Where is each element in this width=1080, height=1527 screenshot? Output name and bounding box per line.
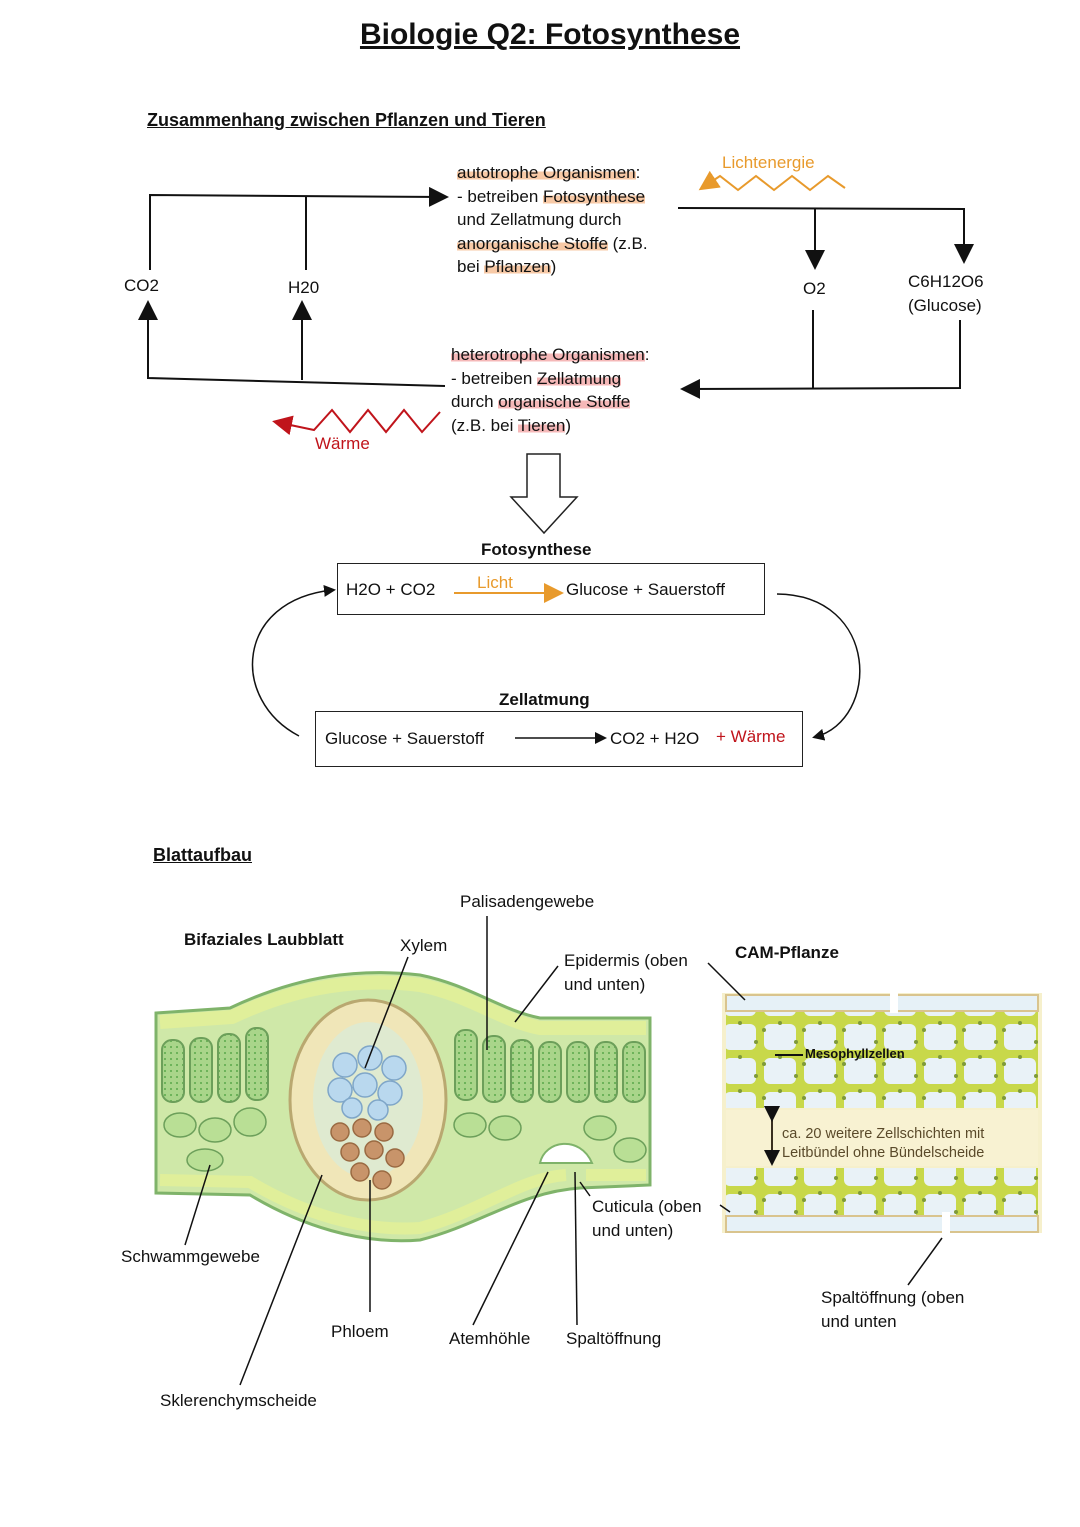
air-space [538, 1142, 594, 1164]
cuticle-label-line1: Cuticula (oben [592, 1197, 702, 1216]
epidermis-label-line2: und unten) [564, 975, 646, 994]
cam-upper-mesophyll [726, 1010, 1038, 1108]
section-heading-relationship: Zusammenhang zwischen Pflanzen und Tiere… [147, 110, 546, 130]
mesophyll-label: Mesophyllzellen [805, 1046, 905, 1061]
glucose-name-label: (Glucose) [908, 296, 982, 315]
co2-to-autotroph-line [149, 186, 449, 270]
cam-lower-stoma-gap [942, 1212, 950, 1234]
organic-term: organische Stoffe [498, 392, 631, 411]
flow-diagram-lines [138, 170, 974, 744]
palisade-cells [161, 1027, 646, 1103]
co2-label: CO2 [124, 276, 159, 295]
cuticle-label-line2: und unten) [592, 1221, 674, 1240]
photosynthesis-term: Fotosynthese [543, 186, 646, 206]
heterotroph-term: heterotrophe Organismen [451, 345, 645, 364]
heterotroph-description: heterotrophe Organismen: - betreiben Zel… [451, 343, 649, 437]
h2o-label: H20 [288, 278, 320, 297]
lower-epidermis [159, 1169, 646, 1235]
phloem-label: Phloem [331, 1322, 389, 1341]
respiration-heat: + Wärme [716, 727, 786, 746]
cam-upper-epidermis [725, 994, 1039, 1012]
autotroph-line3: und Zellatmung durch [457, 210, 622, 229]
cam-upper-stoma-gap [890, 993, 898, 1013]
light-energy-label: Lichtenergie [722, 153, 815, 172]
cam-plant-title: CAM-Pflanze [735, 943, 839, 962]
autotroph-to-o2-line [677, 207, 974, 264]
autotroph-description: autotrophe Organismen: - betreiben Fotos… [457, 161, 648, 279]
autotroph-line2-prefix: - betreiben [457, 186, 543, 206]
spongy-cells [163, 1107, 647, 1172]
heterotroph-line4-suffix: ) [565, 415, 572, 435]
section-heading-leaf-structure: Blattaufbau [153, 845, 252, 865]
plants-term: Pflanzen [484, 257, 551, 276]
respiration-products: CO2 + H2O [610, 729, 700, 748]
photosynthesis-products: Glucose + Sauerstoff [566, 580, 725, 599]
autotroph-term: autotrophe Organismen [457, 163, 636, 182]
heterotroph-line4-prefix: (z.B. bei [451, 415, 518, 435]
photosynthesis-reactants: H2O + CO2 [346, 580, 436, 599]
label-leader-lines [184, 916, 943, 1386]
page-title: Biologie Q2: Fotosynthese [359, 18, 741, 51]
respiration-heading: Zellatmung [499, 690, 590, 709]
light-energy-zigzag [698, 170, 846, 192]
cam-note-line2: Leitbündel ohne Bündelscheide [782, 1145, 985, 1161]
spongy-label: Schwammgewebe [121, 1247, 260, 1266]
xylem-label: Xylem [400, 936, 448, 955]
sclerenchyma-label: Sklerenchymscheide [160, 1391, 317, 1410]
licht-label: Licht [477, 573, 513, 592]
bifacial-leaf-title: Bifaziales Laubblatt [184, 930, 344, 949]
stoma-label: Spaltöffnung [566, 1329, 662, 1348]
spongy-leader [184, 1164, 211, 1246]
respiration-reactants: Glucose + Sauerstoff [325, 729, 484, 748]
air-space-label: Atemhöhle [449, 1329, 531, 1348]
cam-note-line1: ca. 20 weitere Zellschichten mit [782, 1126, 985, 1142]
heterotroph-to-co2-line [138, 300, 446, 387]
autotroph-line4-suffix: (z.B. [607, 233, 648, 253]
heat-label: Wärme [315, 434, 370, 453]
heat-zigzag [272, 408, 441, 436]
autotroph-line5-prefix: bei [457, 257, 485, 276]
cam-stoma-label-line1: Spaltöffnung (oben [821, 1288, 965, 1307]
respiration-term: Zellatmung [537, 368, 622, 388]
palisade-label: Palisadengewebe [460, 892, 595, 911]
cam-stoma-leader [907, 1237, 943, 1286]
respiration-equation-box: Glucose + Sauerstoff CO2 + H2O + Wärme [315, 711, 803, 767]
cam-cuticle-leader [719, 1204, 731, 1213]
autotroph-line5-suffix: ) [550, 257, 557, 276]
upper-epidermis [159, 975, 646, 1035]
cycle-arrow-right [776, 593, 861, 741]
xylem-cells [327, 1045, 407, 1121]
epidermis-label-line1: Epidermis (oben [564, 951, 688, 970]
epidermis-leader [514, 965, 559, 1023]
o2-label: O2 [803, 279, 826, 298]
cycle-arrow-left [251, 584, 336, 737]
photosynthesis-equation-box: H2O + CO2 Licht Glucose + Sauerstoff [337, 563, 765, 615]
heterotroph-line3-prefix: durch [451, 392, 499, 411]
photosynthesis-heading: Fotosynthese [481, 540, 592, 559]
glucose-to-heterotroph-line [680, 320, 961, 399]
cam-epidermis-leader [707, 962, 746, 1001]
cam-stoma-label-line2: und unten [821, 1312, 897, 1331]
xylem-leader [364, 956, 409, 1069]
inorganic-term: anorganische Stoffe [457, 233, 608, 253]
glucose-formula-label: C6H12O6 [908, 272, 984, 291]
heterotroph-colon: : [644, 345, 650, 364]
sclerenchyma-leader [239, 1174, 323, 1386]
animals-term: Tieren [517, 415, 566, 435]
cuticle-leader [579, 1181, 591, 1197]
big-down-arrow [509, 453, 579, 535]
cam-lower-epidermis [725, 1215, 1039, 1233]
air-space-leader [472, 1171, 549, 1326]
cam-lower-mesophyll [726, 1168, 1038, 1220]
autotroph-colon: : [635, 163, 641, 182]
phloem-cells [330, 1118, 405, 1190]
heterotroph-line2-prefix: - betreiben [451, 368, 537, 388]
stoma-leader [574, 1171, 578, 1326]
